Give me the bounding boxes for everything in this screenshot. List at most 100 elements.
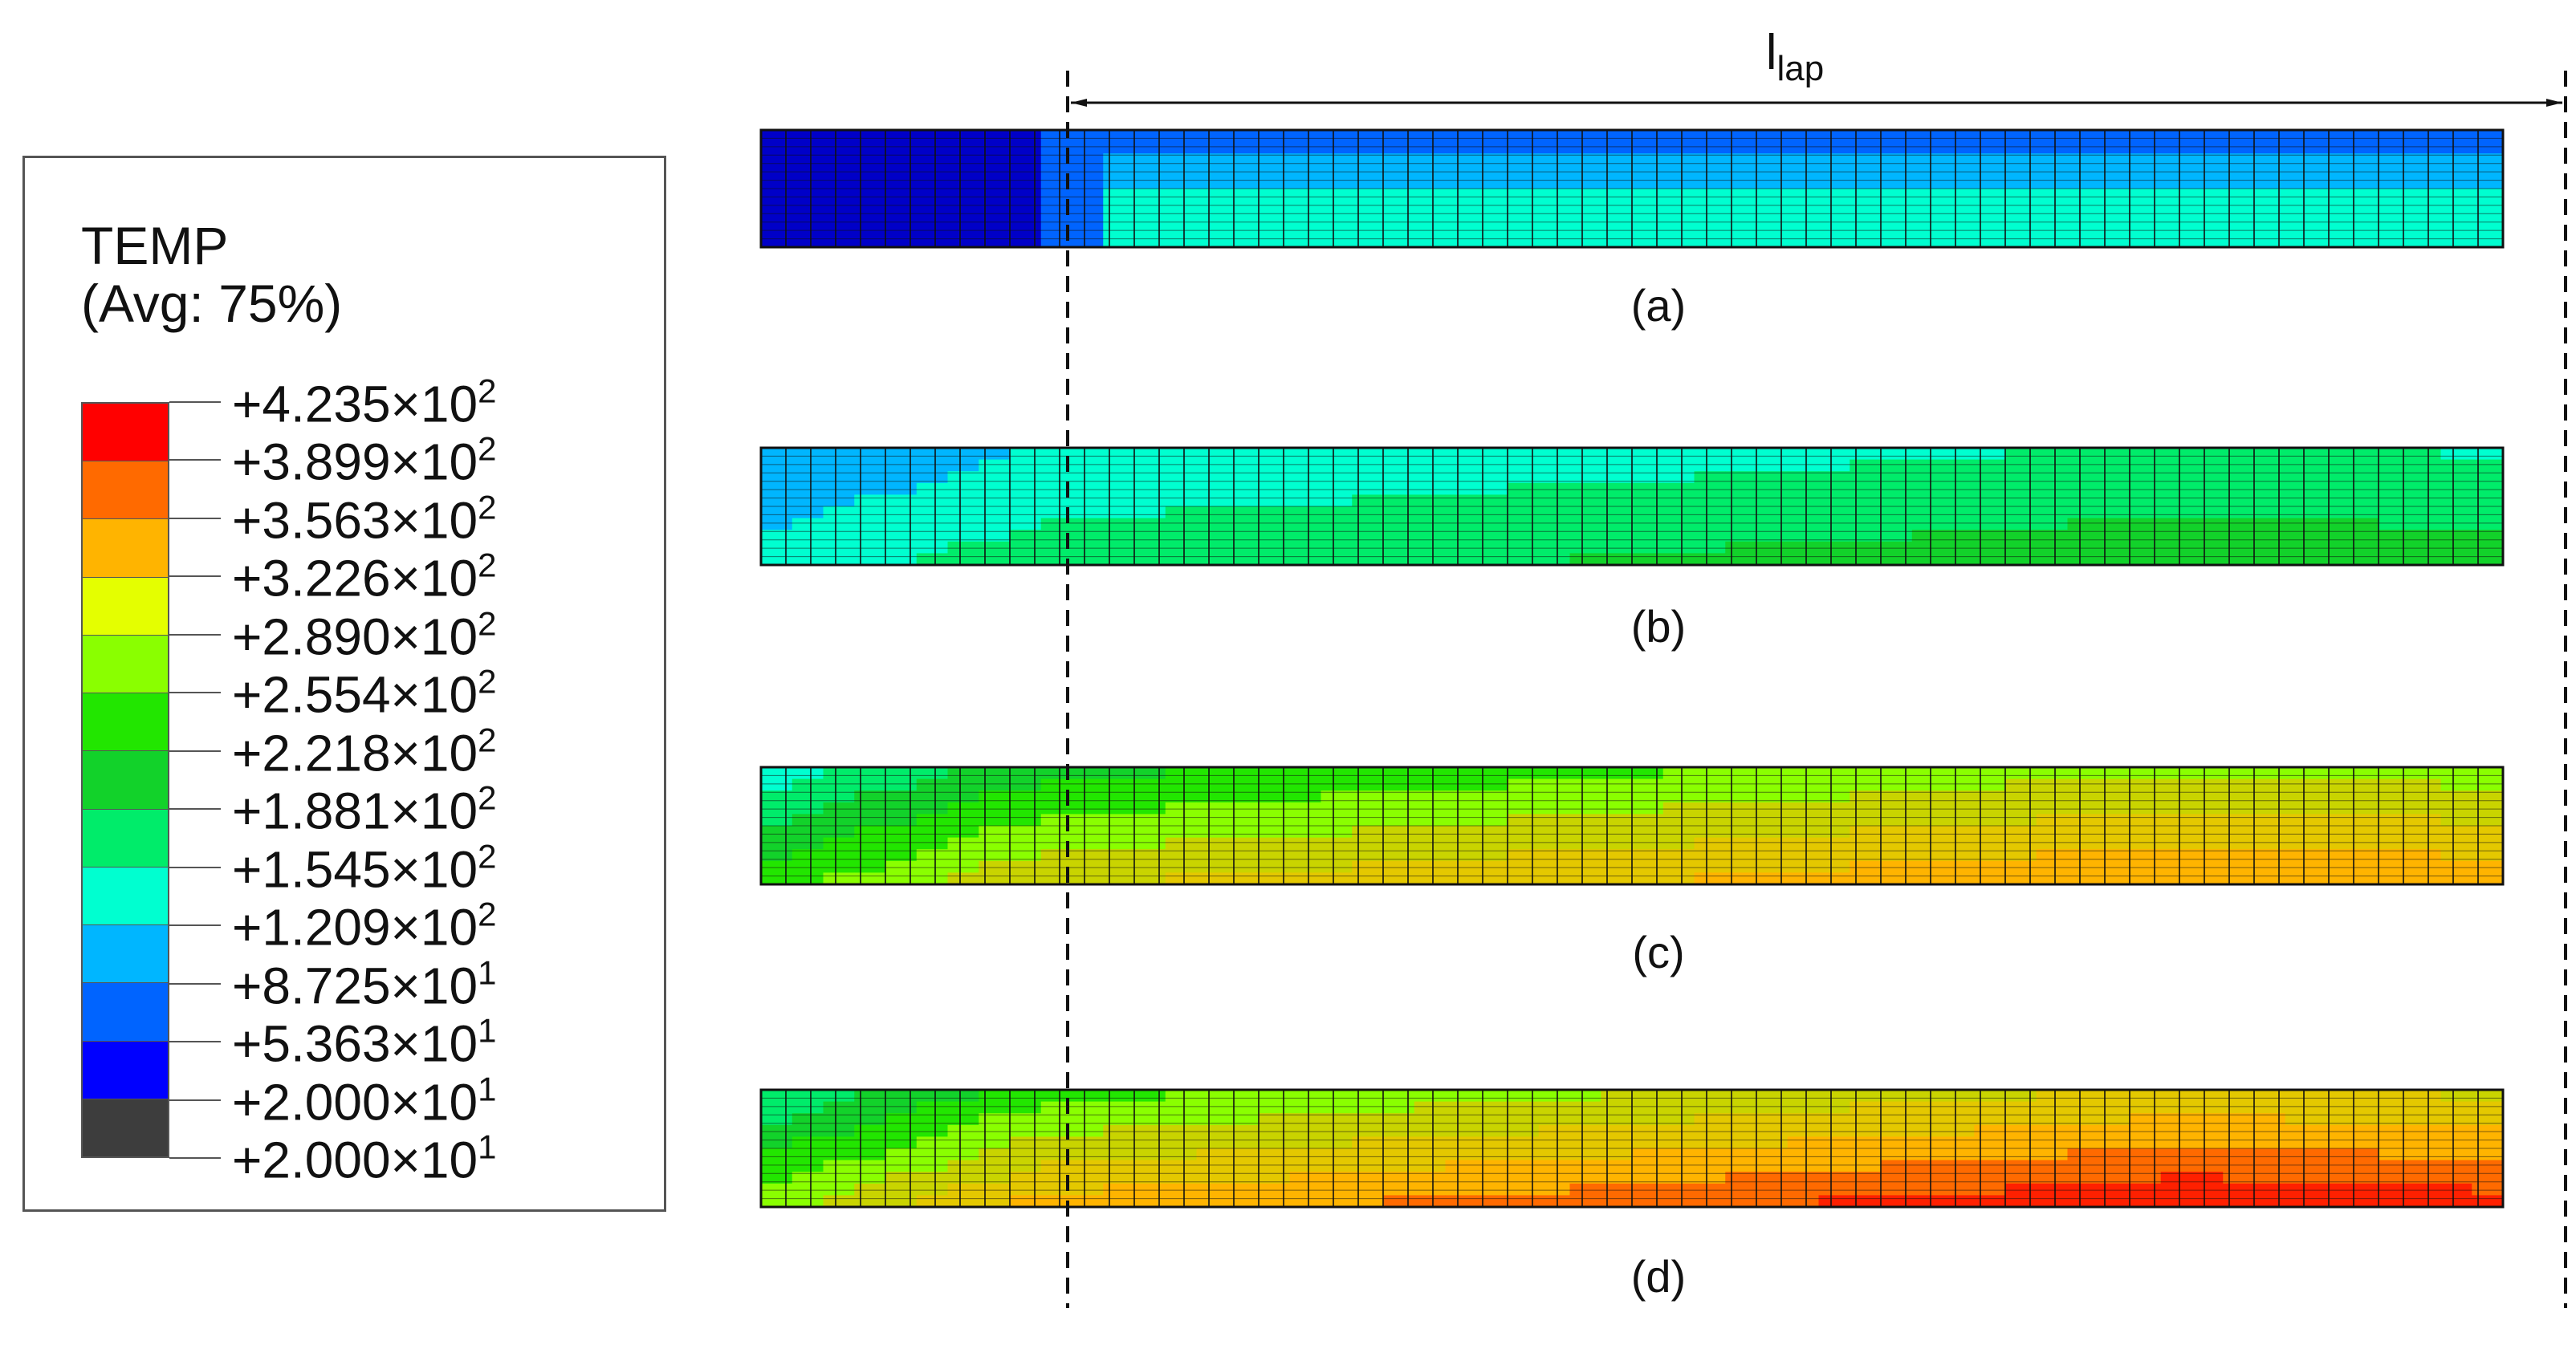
contour-cell bbox=[1850, 130, 1882, 143]
contour-cell bbox=[2254, 165, 2286, 177]
contour-cell bbox=[792, 130, 824, 143]
contour-cell bbox=[2067, 1183, 2099, 1196]
contour-cell bbox=[1010, 141, 1042, 154]
contour-cell bbox=[1445, 471, 1477, 484]
contour-cell bbox=[2409, 153, 2441, 166]
contour-cell bbox=[1196, 459, 1228, 472]
contour-cell bbox=[1538, 1136, 1570, 1149]
contour-cell bbox=[1881, 1113, 1913, 1126]
contour-cell bbox=[1134, 212, 1166, 225]
contour-cell bbox=[1818, 235, 1850, 248]
contour-cell bbox=[1445, 130, 1477, 143]
contour-cell bbox=[2067, 200, 2099, 213]
contour-cell bbox=[1974, 212, 2006, 225]
contour-cell bbox=[1383, 1136, 1415, 1149]
contour-cell bbox=[1383, 530, 1415, 542]
contour-cell bbox=[1414, 849, 1446, 862]
contour-cell bbox=[2347, 837, 2379, 850]
contour-cell bbox=[885, 177, 918, 189]
legend-swatch bbox=[83, 693, 168, 752]
contour-cell bbox=[1321, 778, 1353, 791]
contour-cell bbox=[1850, 1148, 1882, 1161]
contour-cell bbox=[854, 1090, 886, 1103]
contour-cell bbox=[1445, 860, 1477, 873]
contour-cell bbox=[2130, 130, 2162, 143]
contour-cell bbox=[1662, 518, 1695, 530]
contour-cell bbox=[2098, 826, 2130, 839]
contour-cell bbox=[1040, 1160, 1072, 1172]
legend-tick-line bbox=[169, 459, 221, 461]
contour-cell bbox=[1694, 141, 1726, 154]
panel-caption: (b) bbox=[1631, 601, 1686, 652]
contour-cell bbox=[2347, 860, 2379, 873]
contour-cell bbox=[1881, 837, 1913, 850]
contour-cell bbox=[979, 494, 1011, 507]
contour-cell bbox=[1943, 189, 1975, 201]
contour-cell bbox=[2409, 530, 2441, 542]
contour-cell bbox=[1850, 1124, 1882, 1137]
contour-cell bbox=[2036, 849, 2068, 862]
contour-cell bbox=[2098, 860, 2130, 873]
contour-cell bbox=[1227, 482, 1260, 495]
contour-cell bbox=[2036, 1113, 2068, 1126]
contour-panel: (a) bbox=[759, 128, 2505, 331]
contour-cell bbox=[1352, 459, 1384, 472]
contour-cell bbox=[1601, 165, 1633, 177]
contour-cell bbox=[1881, 189, 1913, 201]
contour-cell bbox=[1165, 826, 1197, 839]
contour-cell bbox=[1352, 1172, 1384, 1184]
contour-cell bbox=[1165, 553, 1197, 566]
contour-cell bbox=[1601, 448, 1633, 461]
contour-cell bbox=[1414, 872, 1446, 885]
contour-cell bbox=[1881, 1183, 1913, 1196]
contour-cell bbox=[2379, 849, 2411, 862]
contour-cell bbox=[854, 872, 886, 885]
contour-cell bbox=[1010, 837, 1042, 850]
contour-cell bbox=[1632, 541, 1664, 554]
contour-cell bbox=[1725, 1172, 1757, 1184]
contour-cell bbox=[1756, 814, 1789, 827]
contour-cell bbox=[2254, 506, 2286, 519]
contour-cell bbox=[979, 1090, 1011, 1103]
contour-cell bbox=[1818, 1148, 1850, 1161]
contour-cell bbox=[1601, 494, 1633, 507]
contour-cell bbox=[2472, 1101, 2504, 1114]
contour-cell bbox=[2254, 235, 2286, 248]
contour-cell bbox=[1756, 530, 1789, 542]
contour-cell bbox=[2067, 778, 2099, 791]
contour-cell bbox=[1881, 1090, 1913, 1103]
contour-cell bbox=[1787, 130, 1819, 143]
contour-cell bbox=[2160, 494, 2192, 507]
contour-cell bbox=[1383, 1113, 1415, 1126]
contour-cell bbox=[1632, 165, 1664, 177]
contour-cell bbox=[1881, 482, 1913, 495]
contour-cell bbox=[947, 814, 979, 827]
contour-cell bbox=[2285, 153, 2317, 166]
contour-cell bbox=[1943, 767, 1975, 780]
contour-cell bbox=[1383, 767, 1415, 780]
contour-cell bbox=[2067, 872, 2099, 885]
contour-cell bbox=[2005, 778, 2037, 791]
contour-cell bbox=[823, 541, 855, 554]
contour-cell bbox=[1694, 553, 1726, 566]
contour-cell bbox=[2130, 223, 2162, 236]
contour-cell bbox=[885, 141, 918, 154]
contour-cell bbox=[1040, 506, 1072, 519]
contour-cell bbox=[1974, 494, 2006, 507]
contour-cell bbox=[1414, 223, 1446, 236]
contour-cell bbox=[916, 130, 948, 143]
contour-cell bbox=[916, 459, 948, 472]
contour-cell bbox=[885, 212, 918, 225]
legend-title: TEMP bbox=[81, 216, 229, 275]
contour-cell bbox=[2285, 814, 2317, 827]
contour-cell bbox=[1787, 790, 1819, 803]
contour-cell bbox=[1725, 849, 1757, 862]
contour-cell bbox=[1072, 1148, 1104, 1161]
contour-cell bbox=[761, 189, 793, 201]
contour-cell bbox=[1352, 212, 1384, 225]
contour-cell bbox=[1040, 802, 1072, 815]
contour-cell bbox=[1414, 235, 1446, 248]
contour-cell bbox=[1134, 153, 1166, 166]
contour-cell bbox=[1383, 141, 1415, 154]
contour-cell bbox=[2098, 553, 2130, 566]
